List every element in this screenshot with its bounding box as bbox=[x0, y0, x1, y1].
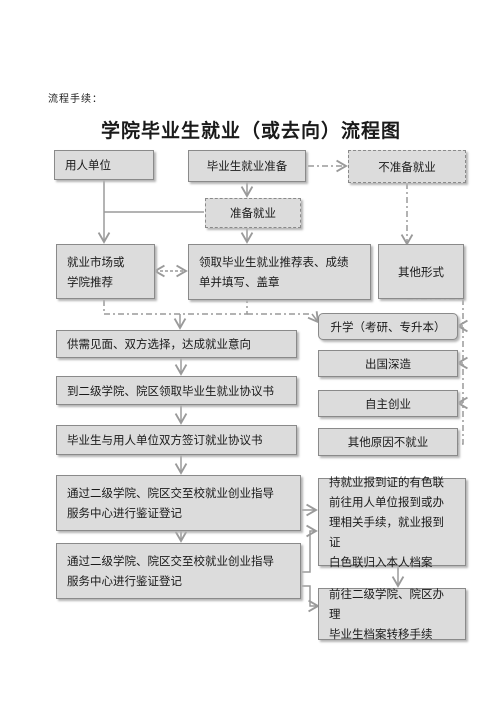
box-study-abroad: 出国深造 bbox=[318, 350, 458, 377]
box-other-reasons: 其他原因不就业 bbox=[318, 428, 458, 456]
line-merge bbox=[103, 300, 248, 315]
box-self-employment: 自主创业 bbox=[318, 390, 458, 417]
box-further-study: 升学（考研、专升本） bbox=[318, 313, 458, 340]
box-supply-demand: 供需见面、双方选择，达成就业意向 bbox=[56, 330, 297, 358]
arrow-to-further-study bbox=[307, 311, 320, 324]
box-graduate-prep: 毕业生就业准备 bbox=[188, 150, 306, 182]
box-verify-registration-1: 通过二级学院、院区交至校就业创业指导 服务中心进行鉴证登记 bbox=[56, 475, 301, 531]
arrow-verify2-to-report bbox=[302, 524, 318, 573]
box-other-forms: 其他形式 bbox=[378, 244, 464, 299]
line-other-right bbox=[407, 298, 464, 445]
page-title: 学院毕业生就业（或去向）流程图 bbox=[100, 120, 401, 142]
arrow-verify2-to-archive bbox=[302, 585, 320, 613]
box-collect-forms: 领取毕业生就业推荐表、成绩 单并填写、盖章 bbox=[188, 244, 371, 300]
box-sign-agreement: 毕业生与用人单位双方签订就业协议书 bbox=[56, 425, 297, 455]
box-verify-registration-2: 通过二级学院、院区交至校就业创业指导 服务中心进行鉴证登记 bbox=[56, 543, 301, 599]
box-report-card: 持就业报到证的有色联 前往用人单位报到或办 理相关手续，就业报到证 白色联归入本… bbox=[318, 475, 466, 569]
box-prepare-employment: 准备就业 bbox=[205, 198, 301, 228]
procedure-label: 流程手续： bbox=[48, 94, 103, 105]
box-get-agreement: 到二级学院、院区领取毕业生就业协议书 bbox=[56, 376, 297, 405]
box-archive-transfer: 前往二级学院、院区办理 毕业生档案转移手续 bbox=[318, 587, 466, 641]
box-not-prepared: 不准备就业 bbox=[348, 150, 466, 183]
box-employer: 用人单位 bbox=[54, 150, 154, 180]
box-job-market: 就业市场或 学院推荐 bbox=[56, 244, 155, 299]
